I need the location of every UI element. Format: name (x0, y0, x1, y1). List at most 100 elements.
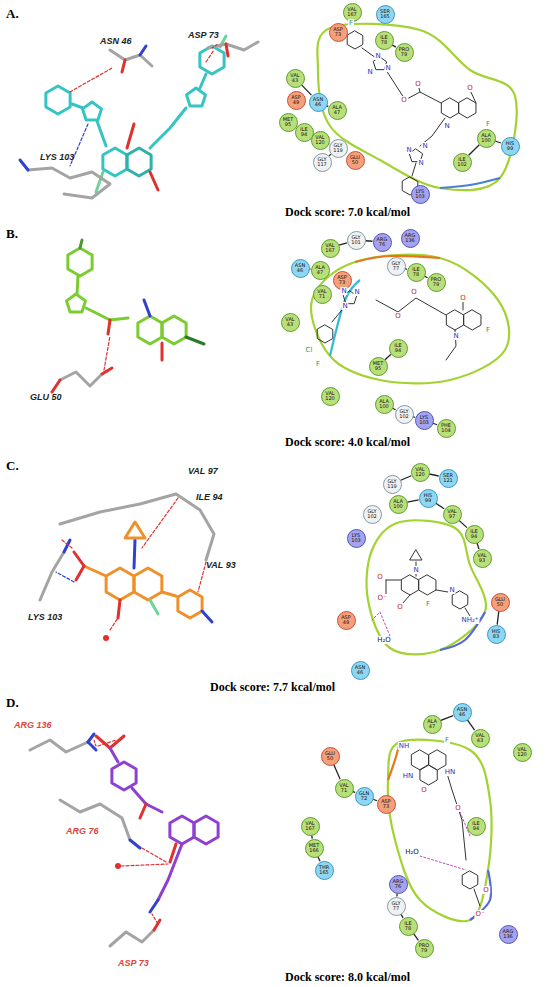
pocket-outline (470, 870, 491, 920)
bond-stick (98, 740, 116, 746)
bond-stick (28, 168, 110, 198)
atom-label: O (394, 312, 402, 320)
bond-stick (194, 816, 218, 844)
bond-stick (82, 102, 101, 120)
atom-label: NH (398, 742, 411, 750)
residue-name: VAL 120 (325, 391, 335, 402)
bond-stick (200, 74, 206, 88)
residue-bubble: VAL 120 (513, 743, 532, 762)
bond-stick (94, 740, 96, 746)
residue-name: ILE 78 (412, 267, 419, 278)
atom-label: O (414, 80, 422, 88)
residue-name: ALA 100 (393, 499, 403, 510)
bond-stick (347, 31, 363, 49)
residue-label: ASP 73 (118, 958, 149, 968)
bond-stick (464, 310, 481, 330)
bond-stick (376, 298, 446, 315)
bond-stick (474, 889, 480, 906)
residue-name: GLY 102 (367, 509, 377, 520)
atom-label: F (315, 360, 321, 368)
residue-name: VAL 167 (305, 821, 315, 832)
bond-stick (76, 566, 84, 580)
residue-bubble: ILE 78 (407, 263, 426, 282)
residue-name: ALA 47 (315, 265, 325, 276)
bond-stick (441, 98, 458, 118)
bond-stick (70, 68, 112, 92)
atom-label: N (366, 68, 373, 76)
bond-stick (112, 762, 136, 790)
backbone-link (339, 243, 347, 245)
atom-label: HN (402, 772, 415, 780)
bond-stick (106, 568, 134, 600)
atom-label: O (466, 84, 474, 92)
atom-label: H₂O (376, 636, 392, 644)
residue-name: VAL 167 (347, 7, 357, 18)
bond-stick (226, 44, 228, 56)
residue-bubble: LYS 103 (347, 529, 366, 548)
dock-score: Dock score: 4.0 kcal/mol (285, 435, 410, 450)
residue-bubble: ARG 76 (389, 875, 408, 894)
bond-stick (80, 240, 82, 248)
dock-score: Dock score: 7.7 kcal/mol (210, 680, 335, 695)
backbone-link (414, 934, 419, 941)
bond-stick (405, 92, 441, 103)
residue-bubble: ALA 47 (328, 101, 347, 120)
residue-name: VAL 43 (475, 733, 484, 744)
bond-stick (372, 612, 390, 636)
residue-bubble: VAL 93 (473, 549, 492, 568)
bond-stick (446, 310, 463, 330)
residue-bubble: ALA 47 (311, 261, 330, 280)
atom-label: O (459, 294, 467, 302)
residue-name: ALA 47 (427, 719, 437, 730)
atom-label: N (374, 52, 381, 60)
residue-bubble: ILE 78 (399, 917, 418, 936)
atom-label: O (376, 573, 384, 581)
residue-name: GLY 119 (333, 143, 343, 154)
residue-label: ARG 76 (66, 826, 99, 836)
residue-name: ILE 102 (457, 157, 467, 168)
backbone-link (365, 240, 372, 242)
backbone-link (495, 141, 501, 143)
atom-label: N (417, 159, 424, 167)
residue-name: GLY 102 (399, 409, 409, 420)
residue-bubble: VAL 43 (281, 313, 300, 332)
backbone-link (401, 476, 412, 481)
atom-label: F (444, 736, 450, 744)
residue-bubble: VAL 120 (411, 463, 430, 482)
residue-bubble: ASP 73 (377, 795, 396, 814)
bond-stick (446, 770, 466, 860)
bond-stick (317, 325, 333, 343)
bond-stick (150, 108, 186, 148)
atom-label: N (405, 146, 412, 154)
residue-name: ASN 46 (457, 707, 467, 718)
bond-stick (84, 566, 106, 576)
residue-name: MET 95 (373, 361, 384, 372)
bond-stick (110, 748, 118, 762)
residue-name: HIS 83 (492, 629, 500, 640)
residue-name: ILE 94 (394, 343, 401, 354)
residue-bubble: VAL 43 (471, 729, 490, 748)
bond-stick (401, 575, 418, 595)
residue-bubble: ASN 46 (309, 93, 328, 112)
residue-bubble: ASN 46 (291, 259, 310, 278)
residue-bubble: ALA 100 (389, 495, 408, 514)
residue-bubble: GLU 50 (491, 593, 510, 612)
bond-stick (386, 70, 404, 98)
residue-name: ILE 94 (300, 127, 307, 138)
bond-stick (110, 618, 118, 630)
residue-name: VAL 71 (339, 783, 348, 794)
atom-label: F (425, 600, 431, 608)
bond-stick (60, 372, 102, 386)
residue-bubble: GLU 50 (321, 747, 340, 766)
bond-stick (134, 568, 162, 600)
bond-stick (140, 46, 146, 55)
residue-name: ARG 136 (503, 929, 514, 940)
bond-stick (66, 294, 85, 312)
residue-name: LYS 103 (419, 415, 429, 426)
bond-stick (127, 148, 151, 176)
backbone-link (497, 611, 499, 624)
bond-stick (158, 844, 182, 900)
residue-name: ASP 49 (291, 95, 301, 106)
bond-stick (77, 276, 78, 294)
residue-bubble: GLY 77 (387, 897, 406, 916)
